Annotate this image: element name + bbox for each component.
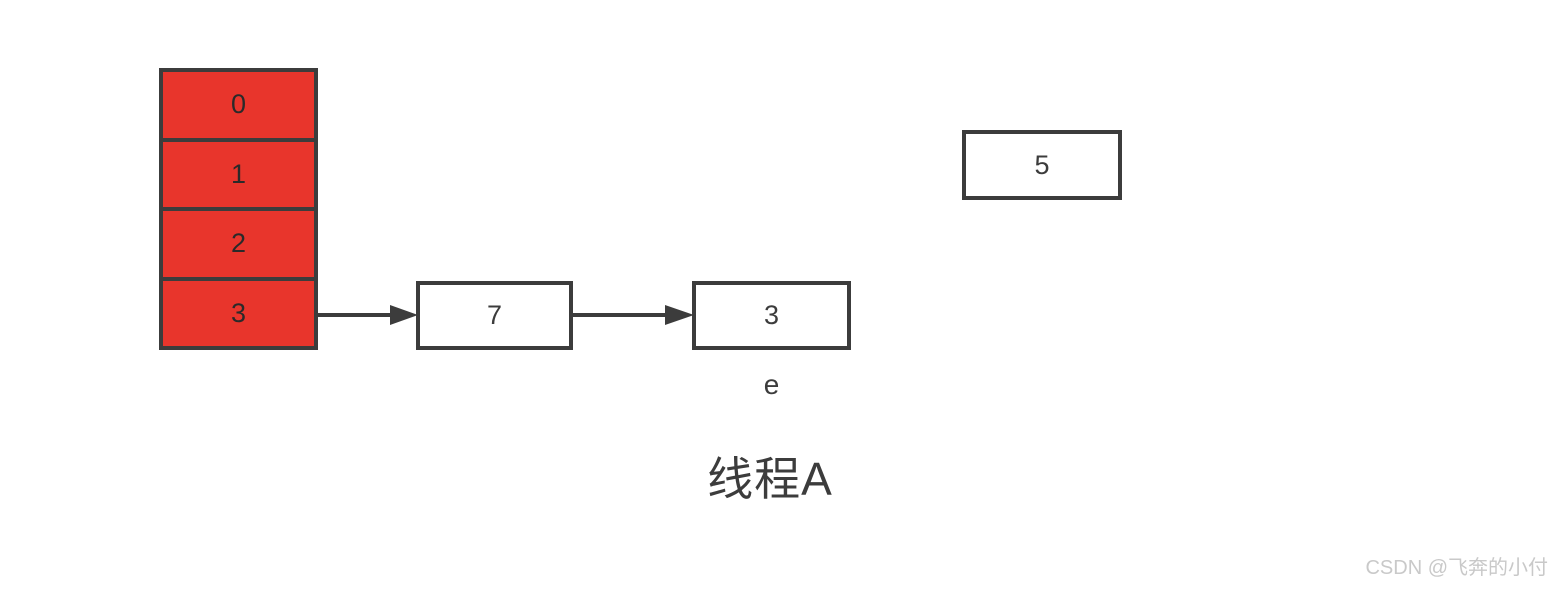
bucket-array: 0 1 2 3 — [159, 68, 318, 350]
list-node-3-label: 3 — [763, 300, 780, 330]
list-node-7-label: 7 — [486, 300, 503, 330]
node-e-caption: e — [763, 369, 780, 400]
bucket-cell-2-label: 2 — [230, 228, 247, 259]
bucket-cell-2: 2 — [163, 211, 314, 281]
bucket-cell-1: 1 — [163, 141, 314, 211]
arrow-node7-to-node3-icon — [571, 305, 694, 325]
detached-node-5-label: 5 — [1034, 149, 1050, 180]
watermark: CSDN @飞奔的小付 — [1365, 557, 1548, 579]
bucket-cell-0-label: 0 — [230, 89, 247, 120]
list-node-3: 3 — [692, 281, 851, 350]
detached-node-5: 5 — [962, 130, 1122, 200]
thread-label: 线程A — [707, 453, 833, 505]
bucket-cell-0: 0 — [163, 72, 314, 142]
list-node-7: 7 — [416, 281, 573, 350]
arrow-bucket-to-node7-icon — [316, 305, 418, 325]
bucket-cell-3-label: 3 — [230, 297, 247, 328]
bucket-cell-1-label: 1 — [230, 158, 247, 189]
bucket-cell-3: 3 — [163, 280, 314, 346]
